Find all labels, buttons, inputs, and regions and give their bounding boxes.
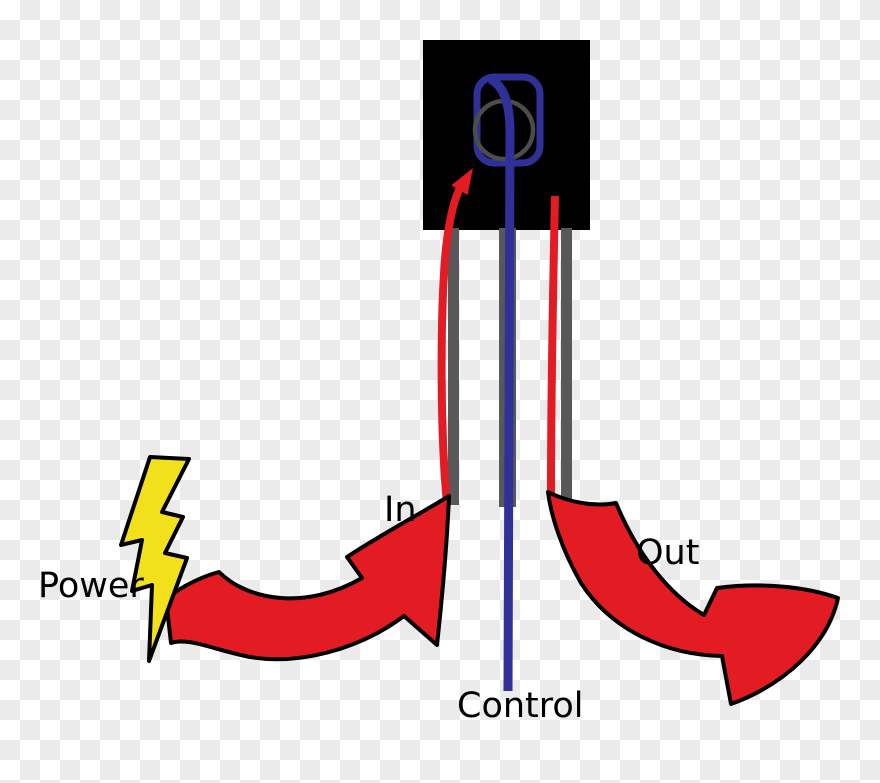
leg-out	[561, 228, 572, 500]
in-current-arrowhead-icon	[451, 168, 473, 195]
label-power: Power	[38, 566, 144, 606]
label-in: In	[384, 490, 417, 530]
label-control: Control	[457, 686, 584, 726]
power-arrow	[164, 494, 451, 662]
out-current-line	[547, 195, 559, 494]
out-arrow	[546, 490, 840, 706]
control-wire	[487, 74, 515, 692]
lightning-bolt-icon	[119, 455, 191, 663]
label-out: Out	[636, 533, 699, 573]
leg-in	[448, 228, 459, 505]
